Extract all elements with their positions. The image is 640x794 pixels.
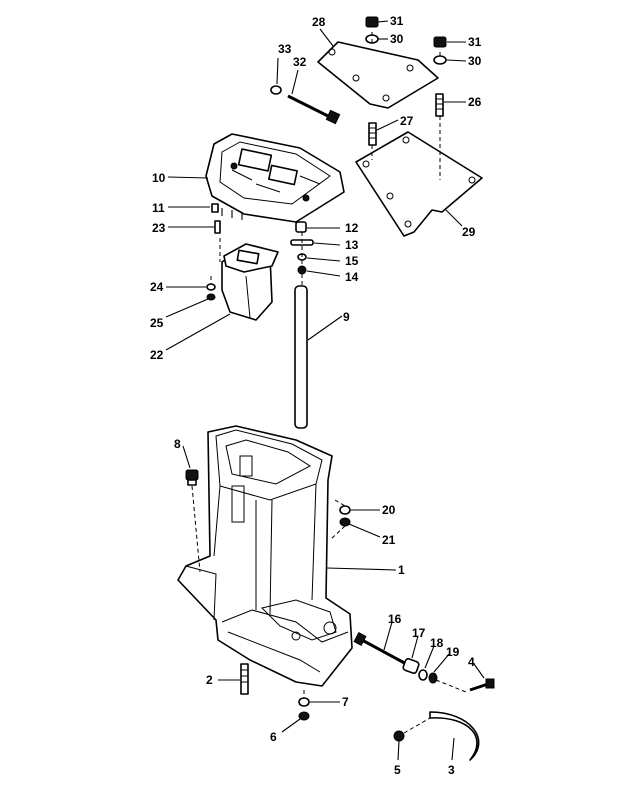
part-20-washer xyxy=(339,505,351,515)
assembly-lines xyxy=(191,32,467,734)
callout-24: 24 xyxy=(150,280,164,294)
part-29-plate xyxy=(355,131,483,237)
callout-19: 19 xyxy=(446,645,460,659)
callout-14: 14 xyxy=(345,270,359,284)
part-22-exhaust-tube xyxy=(221,243,279,321)
part-23-stud xyxy=(214,220,221,234)
part-30-washer-right xyxy=(433,55,447,65)
part-24-washer xyxy=(206,283,216,291)
callout-10: 10 xyxy=(152,171,166,185)
part-17-spacer xyxy=(402,658,420,674)
callout-29: 29 xyxy=(462,225,476,239)
callout-28: 28 xyxy=(312,15,326,29)
callout-13: 13 xyxy=(345,238,359,252)
part-4-bolt xyxy=(469,678,495,692)
part-6-nut xyxy=(298,711,310,721)
part-8-plug xyxy=(185,469,199,486)
callout-11: 11 xyxy=(152,201,165,215)
callout-15: 15 xyxy=(345,254,359,268)
callout-3: 3 xyxy=(448,763,455,777)
callout-5: 5 xyxy=(394,763,401,777)
callout-1: 1 xyxy=(398,563,405,577)
part-7-washer xyxy=(298,697,310,707)
part-12-grommet xyxy=(295,221,307,233)
part-2-stud xyxy=(240,663,249,695)
callout-12: 12 xyxy=(345,221,359,235)
callout-6: 6 xyxy=(270,730,277,744)
part-19-nut xyxy=(428,672,438,684)
callout-21: 21 xyxy=(382,533,396,547)
callout-26: 26 xyxy=(468,95,482,109)
part-32-bolt xyxy=(287,94,341,125)
part-9-water-tube xyxy=(294,285,308,429)
part-3-strap xyxy=(429,711,480,761)
leader-lines xyxy=(165,20,485,761)
callout-31-top-right: 31 xyxy=(468,35,482,49)
part-5-screw xyxy=(393,730,405,742)
part-31-nut-left xyxy=(365,16,379,28)
callout-33: 33 xyxy=(278,42,292,56)
callout-9: 9 xyxy=(343,310,350,324)
callout-27: 27 xyxy=(400,114,414,128)
part-1-driveshaft-housing xyxy=(177,425,353,687)
callout-31-top-left: 31 xyxy=(390,14,404,28)
callout-30-top-right: 30 xyxy=(468,54,482,68)
part-18-washer xyxy=(418,669,428,681)
callout-25: 25 xyxy=(150,316,164,330)
part-33-washer xyxy=(270,85,282,95)
callout-32: 32 xyxy=(293,55,307,69)
callout-18: 18 xyxy=(430,636,444,650)
callout-23: 23 xyxy=(152,221,166,235)
callout-8: 8 xyxy=(174,437,181,451)
part-11-dowel xyxy=(211,203,219,213)
part-16-bolt xyxy=(353,632,411,668)
part-27-stud xyxy=(368,122,377,146)
part-31-nut-right xyxy=(433,36,447,48)
callout-17: 17 xyxy=(412,626,426,640)
callout-22: 22 xyxy=(150,348,164,362)
part-26-stud xyxy=(435,93,444,117)
callout-16: 16 xyxy=(388,612,402,626)
part-25-nut xyxy=(206,293,216,301)
part-21-nut xyxy=(339,517,351,527)
part-28-mount-bracket xyxy=(317,41,439,109)
part-10-adapter-plate xyxy=(205,133,345,223)
callout-20: 20 xyxy=(382,503,396,517)
callout-4: 4 xyxy=(468,655,475,669)
callout-2: 2 xyxy=(206,673,213,687)
callout-30-top-left: 30 xyxy=(390,32,404,46)
callout-7: 7 xyxy=(342,695,349,709)
